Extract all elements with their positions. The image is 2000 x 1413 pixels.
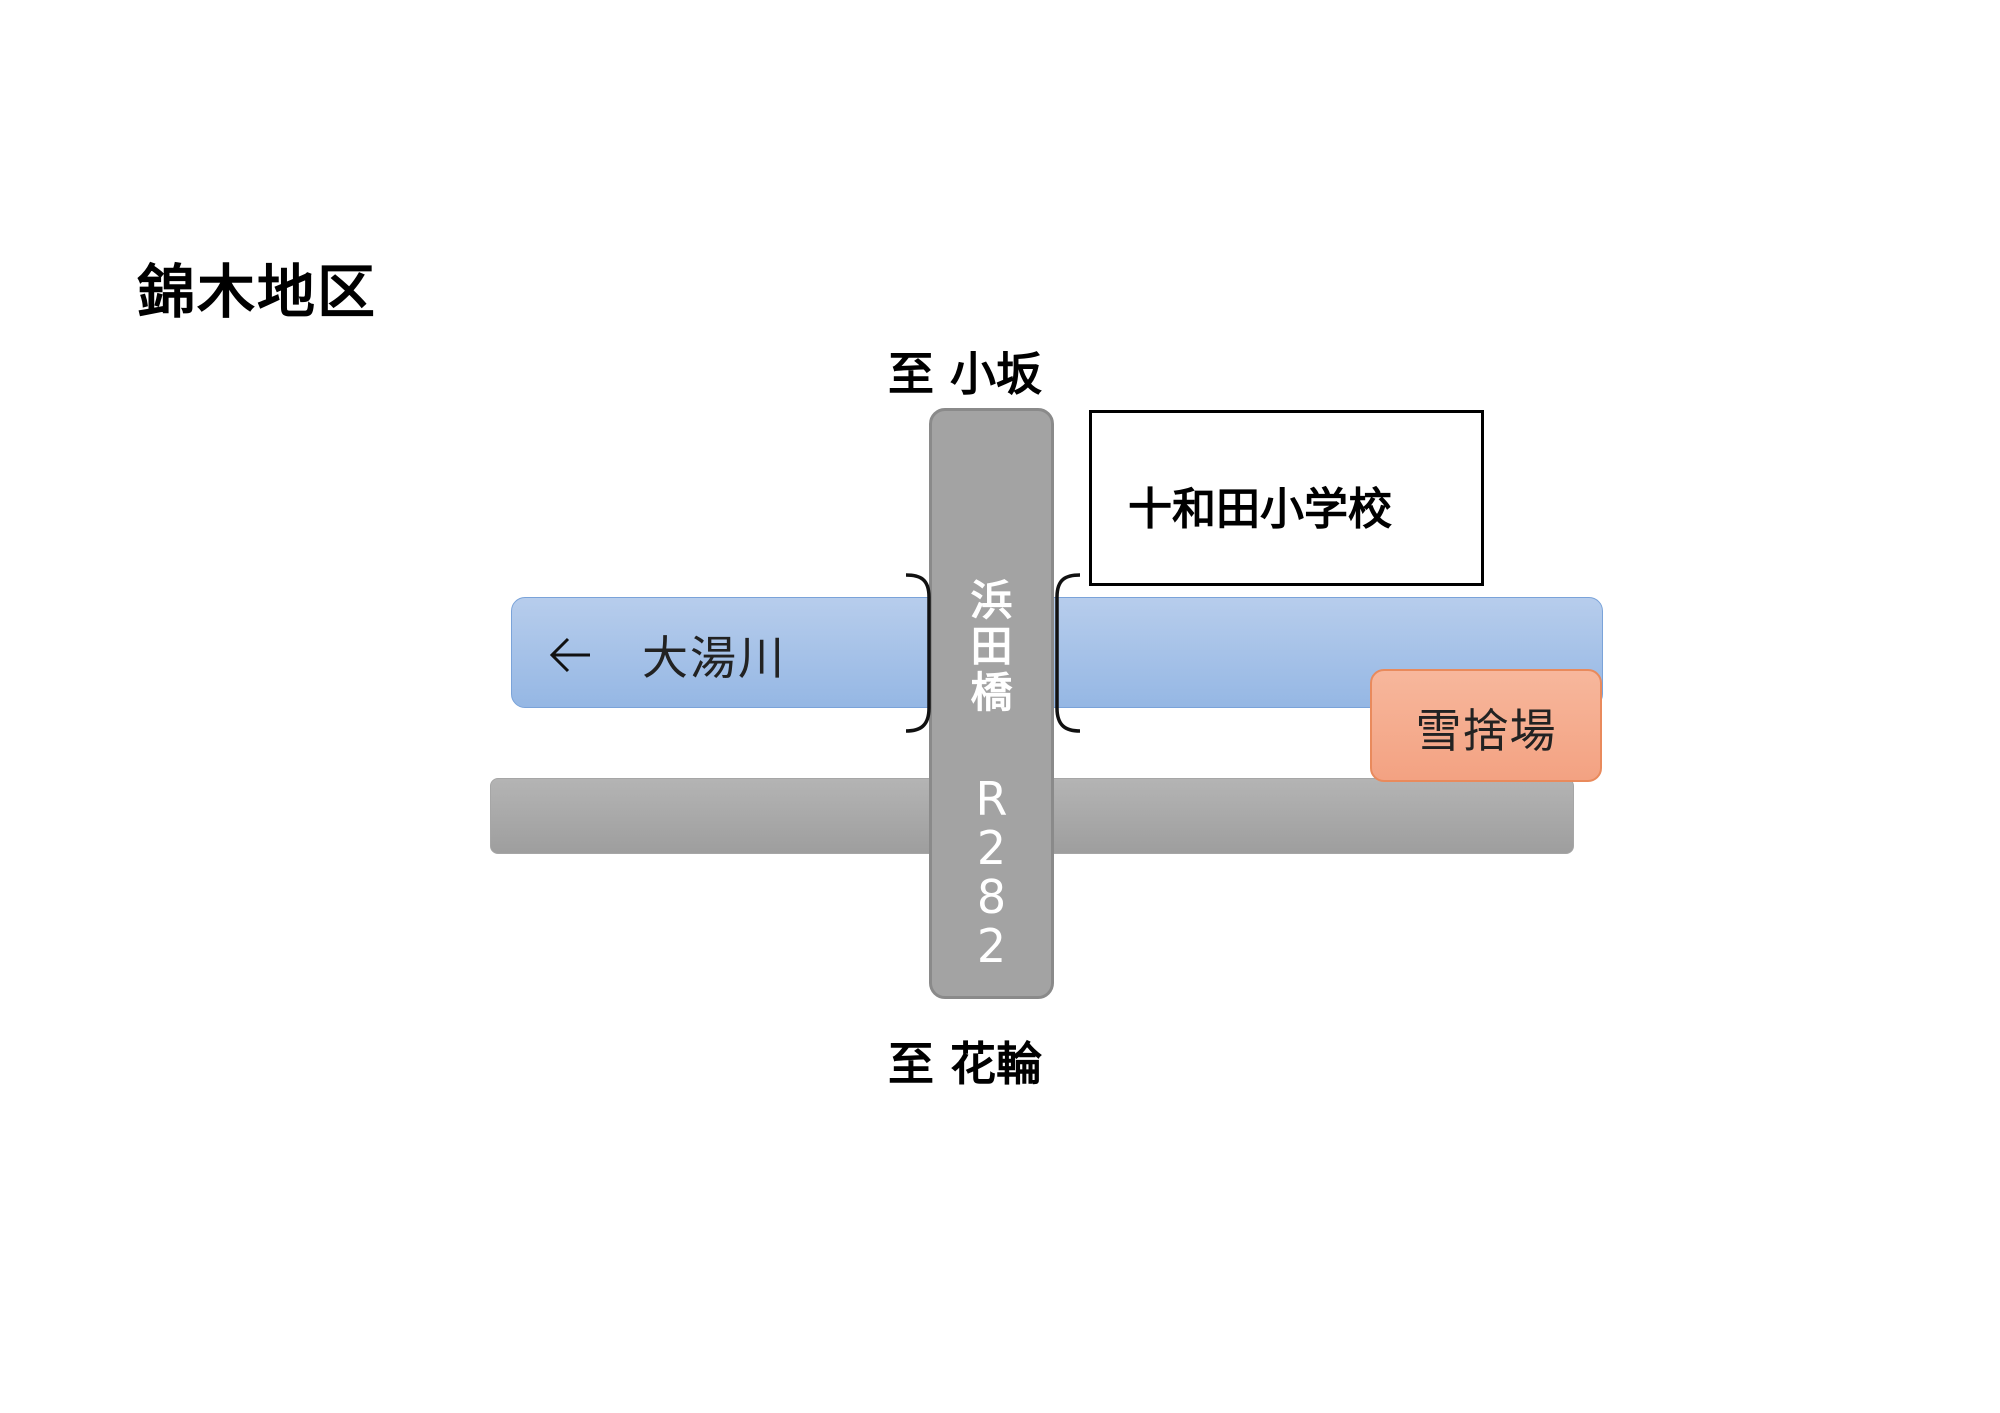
bridge-name-char: 浜 [970,576,1013,625]
route-name-char: 2 [976,919,1007,973]
route-name: R 2 8 2 [929,776,1054,972]
school-name: 十和田小学校 [1128,484,1392,535]
map-title: 錦木地区 [137,258,378,326]
destination-north-label: 至 小坂 [888,347,1043,401]
route-name-char: 8 [976,870,1007,924]
bridge-name: 浜 田 橋 [929,580,1054,718]
route-name-char: R [975,772,1008,826]
destination-south-label: 至 花輪 [888,1037,1043,1091]
left-arrow-icon [549,637,590,673]
bridge-brackets [905,573,1081,733]
snow-dump-site: 雪捨場 [1370,669,1602,782]
river-name: 大湯川 [642,631,786,685]
bridge-name-char: 田 [970,622,1013,671]
school-building: 十和田小学校 [1089,410,1484,586]
snow-dump-name: 雪捨場 [1415,704,1557,758]
route-name-char: 2 [976,821,1007,875]
bridge-name-char: 橋 [970,668,1013,717]
